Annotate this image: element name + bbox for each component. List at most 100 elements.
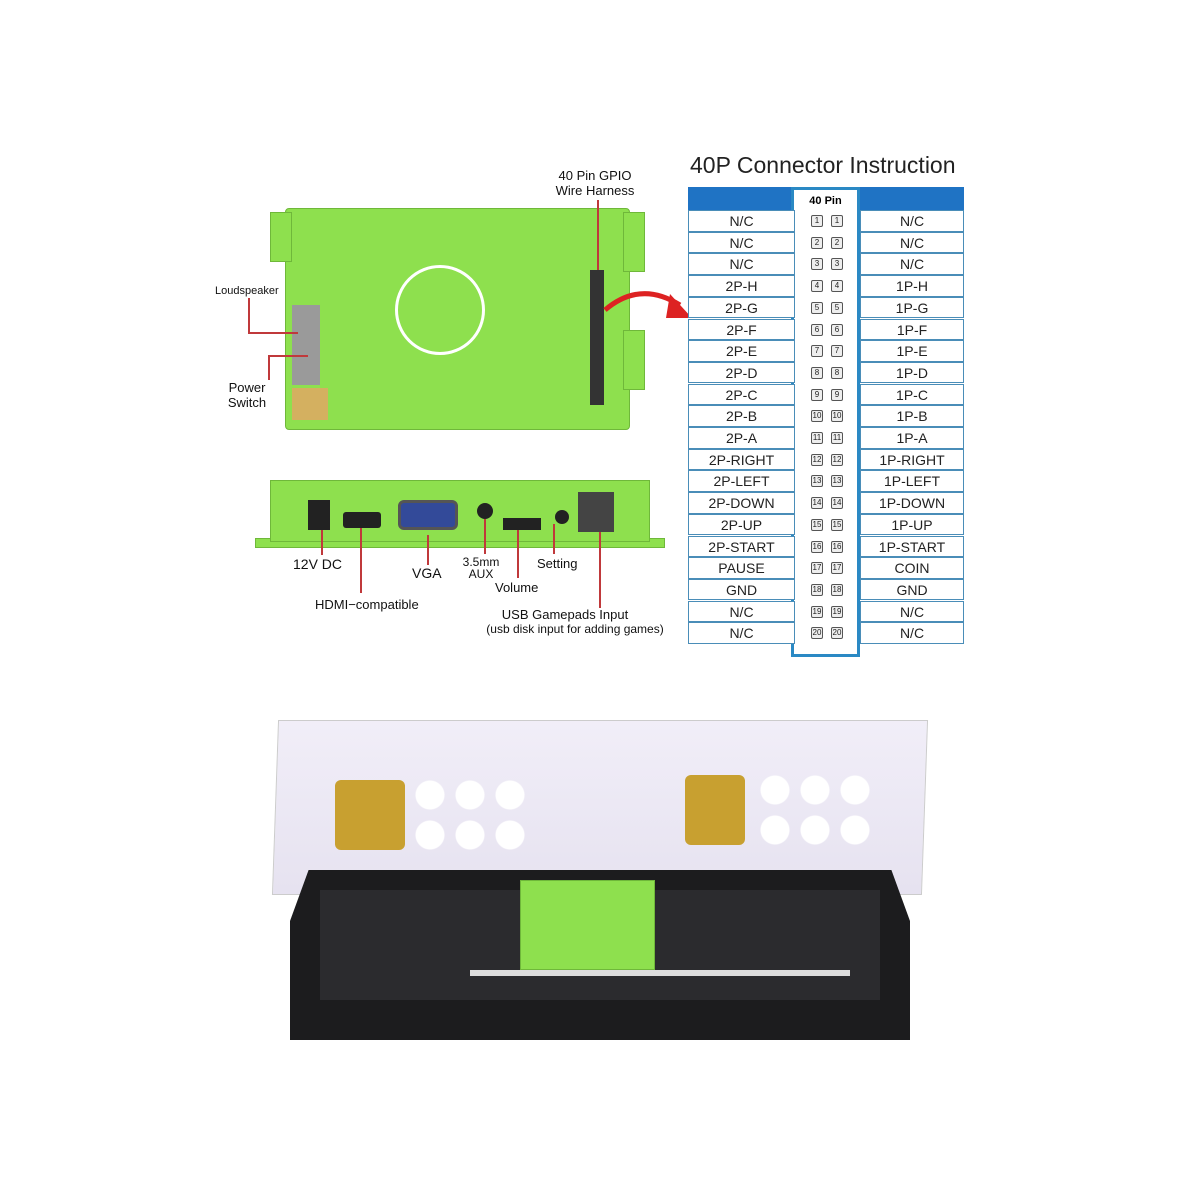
- pin-header: 40 Pin: [809, 195, 842, 207]
- pin-left-label: PAUSE: [688, 557, 795, 579]
- usb-port: [578, 492, 614, 532]
- setting-label: Setting: [537, 556, 578, 571]
- pin-left-label: 2P-C: [688, 383, 795, 406]
- led-strip: [470, 970, 850, 976]
- pin-right-label: N/C: [860, 253, 964, 275]
- pin-left-label: 2P-D: [688, 361, 795, 384]
- pin-number: 1: [831, 215, 843, 227]
- pin-number: 4: [831, 280, 843, 293]
- joystick-1p: [335, 780, 405, 850]
- pin-number: 17: [811, 562, 823, 575]
- aux-port: [477, 503, 493, 519]
- pin-right-label: 1P-H: [860, 275, 964, 297]
- pin-right-label: 1P-G: [860, 296, 964, 319]
- pin-right-label: 1P-UP: [860, 513, 964, 536]
- pin-right-label: 1P-DOWN: [860, 492, 964, 514]
- pin-left-label: 2P-DOWN: [688, 492, 795, 514]
- pin-left-label: 2P-E: [688, 340, 795, 362]
- pin-right-label: 1P-D: [860, 361, 964, 384]
- pin-right-label: 1P-START: [860, 535, 964, 558]
- mount-tab: [270, 212, 292, 262]
- pin-left-label: GND: [688, 578, 795, 601]
- pin-number: 6: [831, 323, 843, 336]
- pin-number: 5: [811, 301, 823, 314]
- pin-left-label: 2P-START: [688, 535, 795, 558]
- pin-right-label: N/C: [860, 231, 964, 254]
- pin-left-label: 2P-H: [688, 275, 795, 297]
- pin-number: 1: [811, 215, 823, 227]
- vga-port: [398, 500, 458, 530]
- pin-number: 20: [811, 627, 823, 640]
- joystick-2p: [685, 775, 745, 845]
- pin-number: 14: [811, 497, 823, 510]
- pin-left-label: N/C: [688, 622, 795, 644]
- pin-left-label: 2P-LEFT: [688, 470, 795, 492]
- pin-number: 3: [831, 258, 843, 271]
- pin-right-label: N/C: [860, 210, 964, 232]
- pin-number: 8: [811, 366, 823, 379]
- pin-number: 20: [831, 627, 843, 640]
- side-panel: [292, 305, 320, 385]
- buttons-1p: [410, 775, 530, 855]
- mount-tab: [623, 212, 645, 272]
- pin-number: 13: [831, 475, 843, 488]
- connector-title: 40P Connector Instruction: [690, 152, 956, 178]
- pin-left-label: N/C: [688, 253, 795, 275]
- pin-number: 9: [811, 388, 823, 401]
- logo: [292, 388, 328, 420]
- setting-button: [555, 510, 569, 524]
- arrow-icon: [603, 291, 692, 318]
- pin-number: 2: [811, 236, 823, 249]
- mount-tab: [623, 330, 645, 390]
- pin-number: 9: [831, 388, 843, 401]
- pin-number: 10: [831, 410, 843, 423]
- board-in-console: [520, 880, 655, 970]
- pin-left-label: 2P-G: [688, 296, 795, 319]
- pin-number: 18: [831, 583, 843, 596]
- pin-column: 40 Pin: [791, 187, 860, 657]
- pin-left-label: 2P-RIGHT: [688, 448, 795, 471]
- header-right: [860, 187, 964, 210]
- pin-number: 6: [811, 323, 823, 336]
- pin-number: 11: [831, 432, 843, 444]
- pin-number: 16: [831, 540, 843, 553]
- pin-number: 19: [811, 605, 823, 618]
- pin-number: 15: [811, 518, 823, 531]
- pin-right-label: 1P-A: [860, 427, 964, 449]
- gpio-connector: [590, 270, 604, 405]
- volume-knob: [503, 518, 541, 530]
- hdmi-port: [343, 512, 381, 528]
- pin-number: 14: [831, 497, 843, 510]
- power-switch-label: Power Switch: [227, 380, 267, 410]
- pin-left-label: N/C: [688, 600, 795, 623]
- pin-number: 19: [831, 605, 843, 618]
- pin-number: 4: [811, 280, 823, 293]
- pin-right-label: 1P-E: [860, 340, 964, 362]
- hdmi-label: HDMI−compatible: [315, 597, 419, 612]
- pin-number: 12: [811, 453, 823, 466]
- volume-label: Volume: [495, 580, 539, 595]
- dc-label: 12V DC: [293, 556, 343, 572]
- pin-number: 11: [811, 432, 823, 444]
- pin-left-label: 2P-A: [688, 427, 795, 449]
- pin-number: 2: [831, 236, 843, 249]
- pin-number: 12: [831, 453, 843, 466]
- buttons-2p: [755, 770, 875, 850]
- pin-number: 10: [811, 410, 823, 423]
- pin-number: 7: [831, 345, 843, 358]
- fan-icon: [395, 265, 485, 355]
- dc-port: [308, 500, 330, 530]
- pin-right-label: N/C: [860, 600, 964, 623]
- pin-left-label: 2P-UP: [688, 513, 795, 536]
- header-left: [688, 187, 795, 210]
- loudspeaker-label: Loudspeaker: [215, 285, 279, 297]
- pin-right-label: 1P-F: [860, 318, 964, 341]
- pin-left-label: 2P-F: [688, 318, 795, 341]
- pin-number: 16: [811, 540, 823, 553]
- vga-label: VGA: [412, 565, 442, 581]
- pin-right-label: 1P-RIGHT: [860, 448, 964, 471]
- pin-number: 8: [831, 366, 843, 379]
- gpio-label: 40 Pin GPIO Wire Harness: [555, 168, 635, 198]
- pin-right-label: 1P-C: [860, 383, 964, 406]
- pin-number: 18: [811, 583, 823, 596]
